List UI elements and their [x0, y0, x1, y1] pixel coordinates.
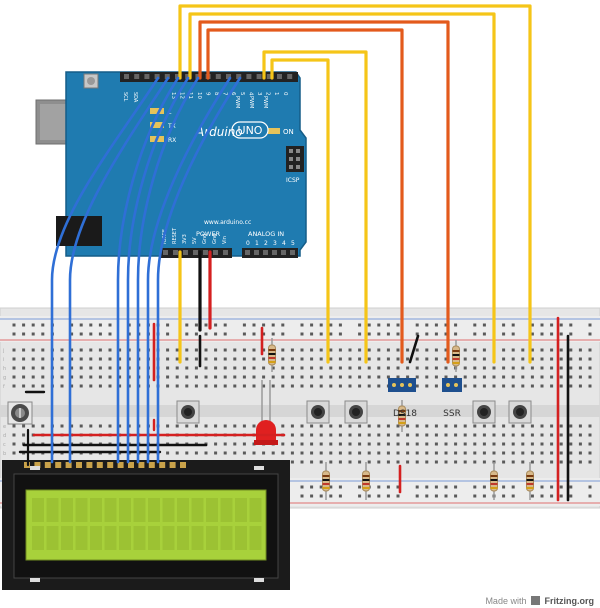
power-pin-label: 3V3 — [182, 234, 188, 244]
digital-pin-number: 13 — [170, 92, 176, 99]
pwm-label: PWM — [248, 96, 254, 108]
footer-credit: Made with Fritzing.org — [485, 596, 594, 606]
analog-pin-label: 2 — [264, 240, 268, 247]
row-letter: h — [3, 366, 6, 372]
power-pin-label: 5V — [192, 237, 198, 244]
model-label: UNO — [238, 124, 263, 137]
analog-pin-label: 1 — [255, 240, 259, 247]
analog-pin-label: 4 — [282, 240, 286, 247]
rx-label: RX — [168, 137, 176, 144]
uno-badge — [231, 121, 269, 139]
row-letter: i — [3, 357, 4, 363]
wire — [188, 12, 496, 364]
resistor — [526, 462, 534, 500]
digital-pin-number: 2 — [265, 92, 271, 96]
wire — [270, 58, 330, 364]
ds18-label: DS18 — [393, 409, 417, 419]
website-label: www.arduino.cc — [204, 219, 251, 226]
pushbutton[interactable] — [344, 400, 368, 424]
wire — [116, 76, 180, 464]
wire — [156, 76, 242, 464]
power-pin-label: Vin — [222, 236, 228, 244]
pwm-label: PWM — [262, 96, 268, 108]
pushbutton[interactable] — [472, 400, 496, 424]
i2c-label: SCL — [122, 92, 128, 102]
digital-pin-number: 12 — [179, 92, 185, 99]
analog-pin-label: 3 — [273, 240, 277, 247]
ds18-sensor-header — [388, 378, 416, 392]
row-letter: g — [3, 375, 6, 381]
analog-header — [242, 248, 298, 258]
row-letter: j — [2, 348, 4, 354]
resistor — [362, 462, 370, 500]
red-led — [254, 380, 278, 445]
wire — [126, 76, 190, 464]
on-led — [268, 128, 280, 134]
ssr-relay-header — [442, 378, 462, 392]
digital-pin-number: 9 — [204, 92, 210, 96]
row-letter: e — [3, 424, 6, 430]
digital-pin-number: 8 — [213, 92, 219, 96]
row-letter: b — [3, 451, 6, 457]
power-label: POWER — [196, 230, 221, 238]
digital-pin-number: 3 — [256, 92, 262, 96]
analog-label: ANALOG IN — [248, 230, 284, 238]
lcd-display — [2, 460, 290, 590]
icsp-header — [286, 146, 304, 172]
pushbutton[interactable] — [306, 400, 330, 424]
fritzing-brand: Fritzing.org — [544, 596, 595, 606]
wire — [262, 50, 368, 364]
wire — [178, 4, 532, 364]
wire — [408, 334, 420, 364]
center-channel — [0, 405, 600, 417]
digital-pin-number: 5 — [239, 92, 245, 96]
wire — [206, 28, 404, 364]
ssr-label: SSR — [443, 409, 461, 419]
pwm-label: PWM — [234, 96, 240, 108]
pushbutton[interactable] — [176, 400, 200, 424]
fritzing-logo-icon — [530, 596, 540, 605]
power-pin-label: Gnd — [212, 234, 218, 244]
wire — [198, 20, 450, 364]
wires — [18, 4, 570, 502]
components: DS18 SSR — [7, 338, 534, 500]
resistor — [490, 462, 498, 500]
resistor — [322, 462, 330, 500]
power-pin-label: RESET — [172, 227, 178, 244]
digital-pin-number: 1 — [273, 92, 279, 96]
row-letter: c — [3, 442, 6, 448]
digital-pin-number: 6 — [230, 92, 236, 96]
digital-pin-number: 0 — [282, 92, 288, 96]
digital-pin-number: 7 — [222, 92, 228, 96]
pushbutton[interactable] — [508, 400, 532, 424]
icsp-label: ICSP — [286, 177, 300, 184]
wire — [50, 76, 160, 464]
power-pin-label: Gnd — [202, 234, 208, 244]
resistor — [452, 340, 460, 372]
analog-pin-label: 5 — [291, 240, 295, 247]
i2c-label: SDA — [132, 92, 138, 103]
wire — [136, 76, 200, 464]
top-power-rail — [0, 316, 600, 342]
l-label: L — [168, 109, 172, 116]
row-letter: d — [3, 433, 6, 439]
wire — [68, 76, 170, 464]
potentiometer[interactable] — [7, 401, 33, 425]
arduino-board: Arduino UNO ON ICSP www.arduino.cc POWER… — [35, 71, 307, 258]
resistor — [268, 338, 276, 372]
wire — [146, 76, 232, 464]
analog-pin-label: 0 — [246, 240, 250, 247]
row-letter: f — [3, 384, 5, 390]
resistor — [398, 400, 406, 432]
digital-pin-number: 4 — [247, 92, 253, 96]
made-with-label: Made with — [485, 596, 527, 606]
on-label: ON — [283, 128, 294, 136]
digital-pin-number: 10 — [196, 92, 202, 99]
digital-pin-number: 11 — [187, 92, 193, 99]
